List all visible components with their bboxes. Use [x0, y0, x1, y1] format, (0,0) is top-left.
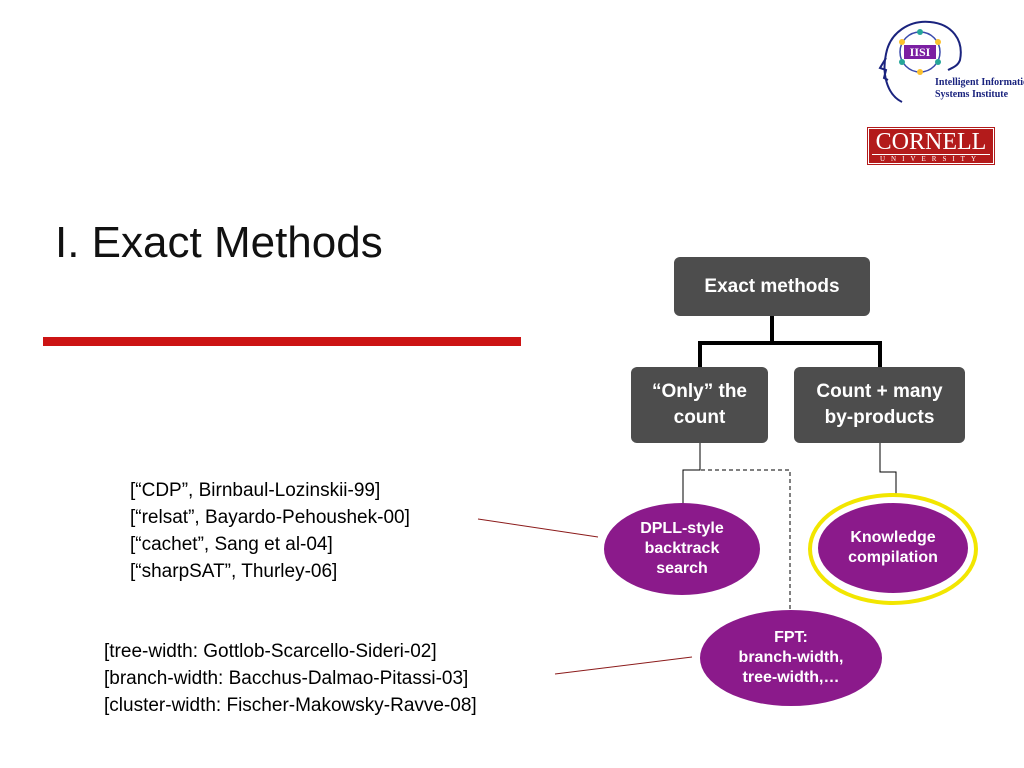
- cornell-logo-main: CORNELL: [875, 129, 987, 155]
- fpt-ref-branch-width: [branch-width: Bacchus-Dalmao-Pitassi-03…: [104, 668, 469, 689]
- iisi-mark: IISI: [909, 45, 931, 59]
- dpll-ref-sharpsat: [“sharpSAT”, Thurley-06]: [130, 561, 338, 582]
- branch-node-count-byproducts: Count + many by-products: [794, 367, 965, 443]
- count-to-fpt-connector: [699, 443, 791, 612]
- fpt-line-3: tree-width,…: [742, 669, 840, 686]
- iisi-line-1: Intelligent Information: [935, 77, 1024, 88]
- fpt-ref-cluster-width: [cluster-width: Fischer-Makowsky-Ravve-0…: [104, 695, 477, 716]
- title-underline-rule: [43, 337, 521, 346]
- knowledge-highlight-ring: [808, 493, 978, 605]
- branch-byproducts-line-1: Count + many: [816, 381, 943, 402]
- branch-only-count-line-2: count: [673, 407, 726, 428]
- fpt-refs-pointer: [554, 656, 693, 675]
- fpt-line-1: FPT:: [774, 629, 808, 646]
- iisi-logo-text: Intelligent Information Systems Institut…: [935, 77, 1024, 101]
- dpll-references: [“CDP”, Birnbaul-Lozinskii-99] [“relsat”…: [130, 477, 410, 585]
- slide-title: I. Exact Methods: [55, 218, 383, 267]
- branch-only-count-line-1: “Only” the: [651, 381, 747, 402]
- dpll-line-1: DPLL-style: [640, 520, 724, 537]
- root-node-label: Exact methods: [704, 275, 840, 297]
- iisi-logo: [878, 20, 962, 103]
- cornell-logo: CORNELL UNIVERSITY: [867, 127, 995, 165]
- leaf-node-knowledge-compilation: Knowledge compilation: [818, 503, 968, 593]
- leaf-node-dpll-search: DPLL-style backtrack search: [604, 503, 760, 595]
- dpll-ref-cdp: [“CDP”, Birnbaul-Lozinskii-99]: [130, 480, 381, 501]
- dpll-ref-cachet: [“cachet”, Sang et al-04]: [130, 534, 333, 555]
- cornell-logo-sub: UNIVERSITY: [872, 154, 990, 164]
- knowledge-line-2: compilation: [848, 549, 938, 566]
- dpll-ref-relsat: [“relsat”, Bayardo-Pehoushek-00]: [130, 507, 410, 528]
- count-to-dpll-connector: [682, 443, 701, 505]
- fpt-ref-tree-width: [tree-width: Gottlob-Scarcello-Sideri-02…: [104, 641, 437, 662]
- fpt-line-2: branch-width,: [738, 649, 844, 666]
- fpt-references: [tree-width: Gottlob-Scarcello-Sideri-02…: [104, 638, 477, 719]
- root-node-exact-methods: Exact methods: [674, 257, 870, 316]
- branch-byproducts-line-2: by-products: [824, 407, 935, 428]
- dpll-refs-pointer: [477, 518, 599, 538]
- byproducts-to-knowledge-connector: [879, 443, 897, 497]
- dpll-line-3: search: [656, 560, 708, 577]
- branch-node-only-the-count: “Only” the count: [631, 367, 768, 443]
- iisi-line-2: Systems Institute: [935, 89, 1009, 100]
- dpll-line-2: backtrack: [644, 540, 720, 557]
- leaf-node-fpt: FPT: branch-width, tree-width,…: [700, 610, 882, 706]
- knowledge-line-1: Knowledge: [850, 529, 936, 546]
